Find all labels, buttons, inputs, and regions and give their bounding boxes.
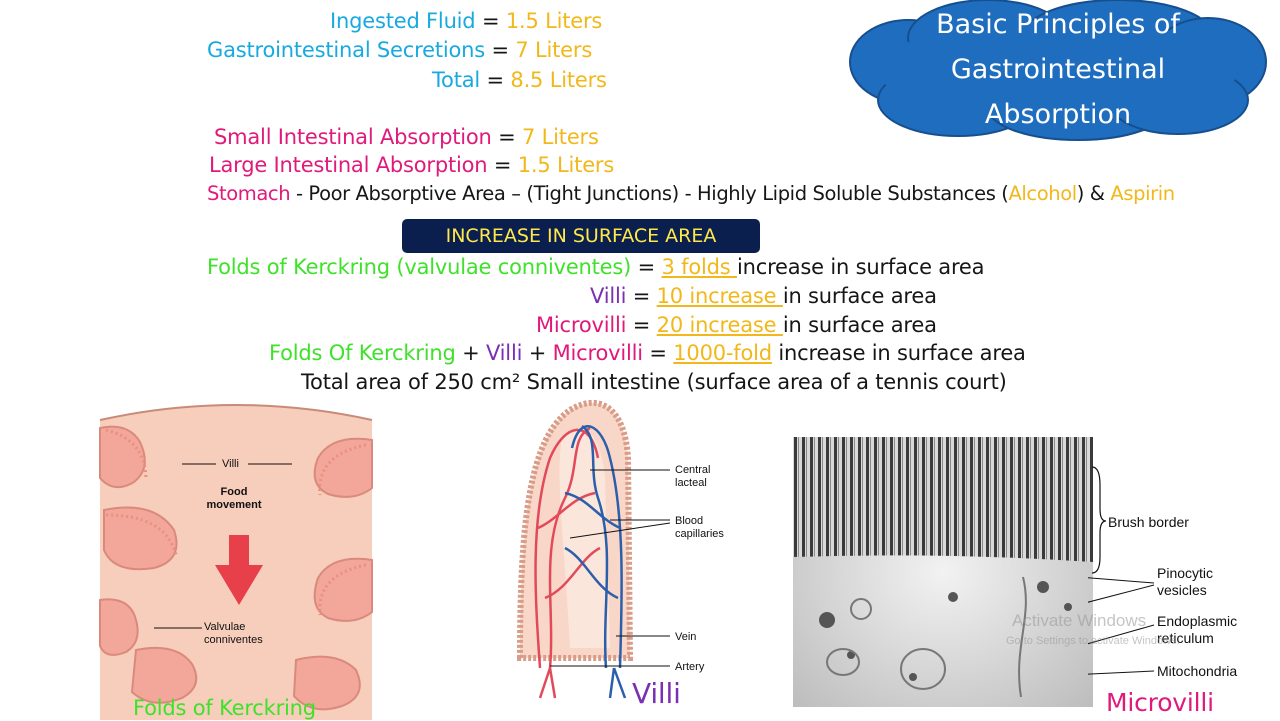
stomach-line: Stomach - Poor Absorptive Area – (Tight …: [207, 181, 1175, 207]
folds-line: Folds of Kerckring (valvulae conniventes…: [207, 255, 985, 279]
brush-border-label: Brush border: [1108, 514, 1189, 530]
microvilli-leader-lines: [1088, 466, 1155, 675]
endoplasmic-label: Endoplasmic reticulum: [1157, 613, 1238, 646]
villus-figure: [516, 399, 671, 699]
page-title: Basic Principles of Gastrointestinal Abs…: [878, 2, 1238, 137]
folds-label: Folds of Kerckring (valvulae conniventes…: [207, 255, 632, 279]
aspirin-text: Aspirin: [1110, 182, 1175, 205]
alcohol-text: Alcohol: [1008, 182, 1077, 205]
valvulae-label: Valvulae conniventes: [204, 621, 263, 646]
secretions-value: 7 Liters: [515, 38, 593, 62]
combo-villi: Villi: [485, 341, 523, 365]
villi-fig-label: Villi: [222, 458, 239, 470]
ingested-fluid-line: Ingested Fluid = 1.5 Liters: [330, 9, 603, 33]
artery-label: Artery: [675, 661, 705, 673]
blood-capillaries-label: Blood capillaries: [675, 515, 724, 540]
title-line-1: Basic Principles of: [936, 9, 1180, 40]
pinocytic-label: Pinocytic vesicles: [1157, 565, 1214, 598]
title-cloud: [849, 0, 1267, 141]
villi-value: 10 increase: [656, 284, 783, 308]
large-absorption-value: 1.5 Liters: [517, 153, 615, 177]
food-movement-label: Food movement: [206, 486, 262, 511]
large-absorption-line: Large Intestinal Absorption = 1.5 Liters: [209, 153, 615, 177]
total-label: Total: [432, 68, 481, 92]
stomach-text-2: ) &: [1076, 182, 1111, 205]
title-line-2: Gastrointestinal: [950, 54, 1166, 85]
stomach-label: Stomach: [207, 182, 291, 205]
microvilli-label: Microvilli: [536, 313, 627, 337]
folds-of-kerckring-figure: [99, 404, 373, 720]
folds-rest: increase in surface area: [736, 255, 985, 279]
microvilli-caption: Microvilli: [1106, 688, 1214, 717]
windows-watermark-title: Activate Windows: [1012, 611, 1147, 630]
villi-label: Villi: [590, 284, 627, 308]
total-value: 8.5 Liters: [510, 68, 607, 92]
small-absorption-line: Small Intestinal Absorption = 7 Liters: [214, 125, 599, 149]
vein-label: Vein: [675, 631, 697, 643]
secretions-line: Gastrointestinal Secretions = 7 Liters: [207, 38, 593, 62]
secretions-label: Gastrointestinal Secretions: [207, 38, 485, 62]
title-line-3: Absorption: [984, 99, 1132, 130]
stomach-text-1: - Poor Absorptive Area – (Tight Junction…: [290, 182, 1009, 205]
windows-watermark-subtitle: Go to Settings to activate Windows.: [1006, 635, 1180, 647]
total-fluid-line: Total = 8.5 Liters: [432, 68, 607, 92]
microvilli-value: 20 increase: [656, 313, 783, 337]
folds-caption: Folds of Kerckring: [133, 696, 316, 720]
villi-line: Villi = 10 increase in surface area: [590, 284, 937, 308]
small-absorption-label: Small Intestinal Absorption: [214, 125, 492, 149]
combo-value: 1000-fold: [673, 341, 772, 365]
combo-microvilli: Microvilli: [552, 341, 643, 365]
microvilli-rest: in surface area: [782, 313, 937, 337]
mitochondria-label: Mitochondria: [1157, 663, 1238, 679]
combo-rest: increase in surface area: [771, 341, 1026, 365]
microvilli-micrograph: [793, 437, 1093, 707]
small-absorption-value: 7 Liters: [522, 125, 599, 149]
folds-value: 3 folds: [661, 255, 737, 279]
ingested-label: Ingested Fluid: [330, 9, 476, 33]
villi-rest: in surface area: [782, 284, 937, 308]
combined-line: Folds Of Kerckring + Villi + Microvilli …: [269, 341, 1026, 365]
total-area-line: Total area of 250 cm² Small intestine (s…: [301, 370, 1007, 394]
villi-caption: Villi: [632, 677, 681, 710]
central-lacteal-label: Central lacteal: [675, 464, 711, 489]
ingested-value: 1.5 Liters: [505, 9, 603, 33]
combo-folds: Folds Of Kerckring: [269, 341, 456, 365]
large-absorption-label: Large Intestinal Absorption: [209, 153, 488, 177]
surface-area-banner: INCREASE IN SURFACE AREA: [402, 219, 760, 253]
microvilli-line: Microvilli = 20 increase in surface area: [536, 313, 937, 337]
